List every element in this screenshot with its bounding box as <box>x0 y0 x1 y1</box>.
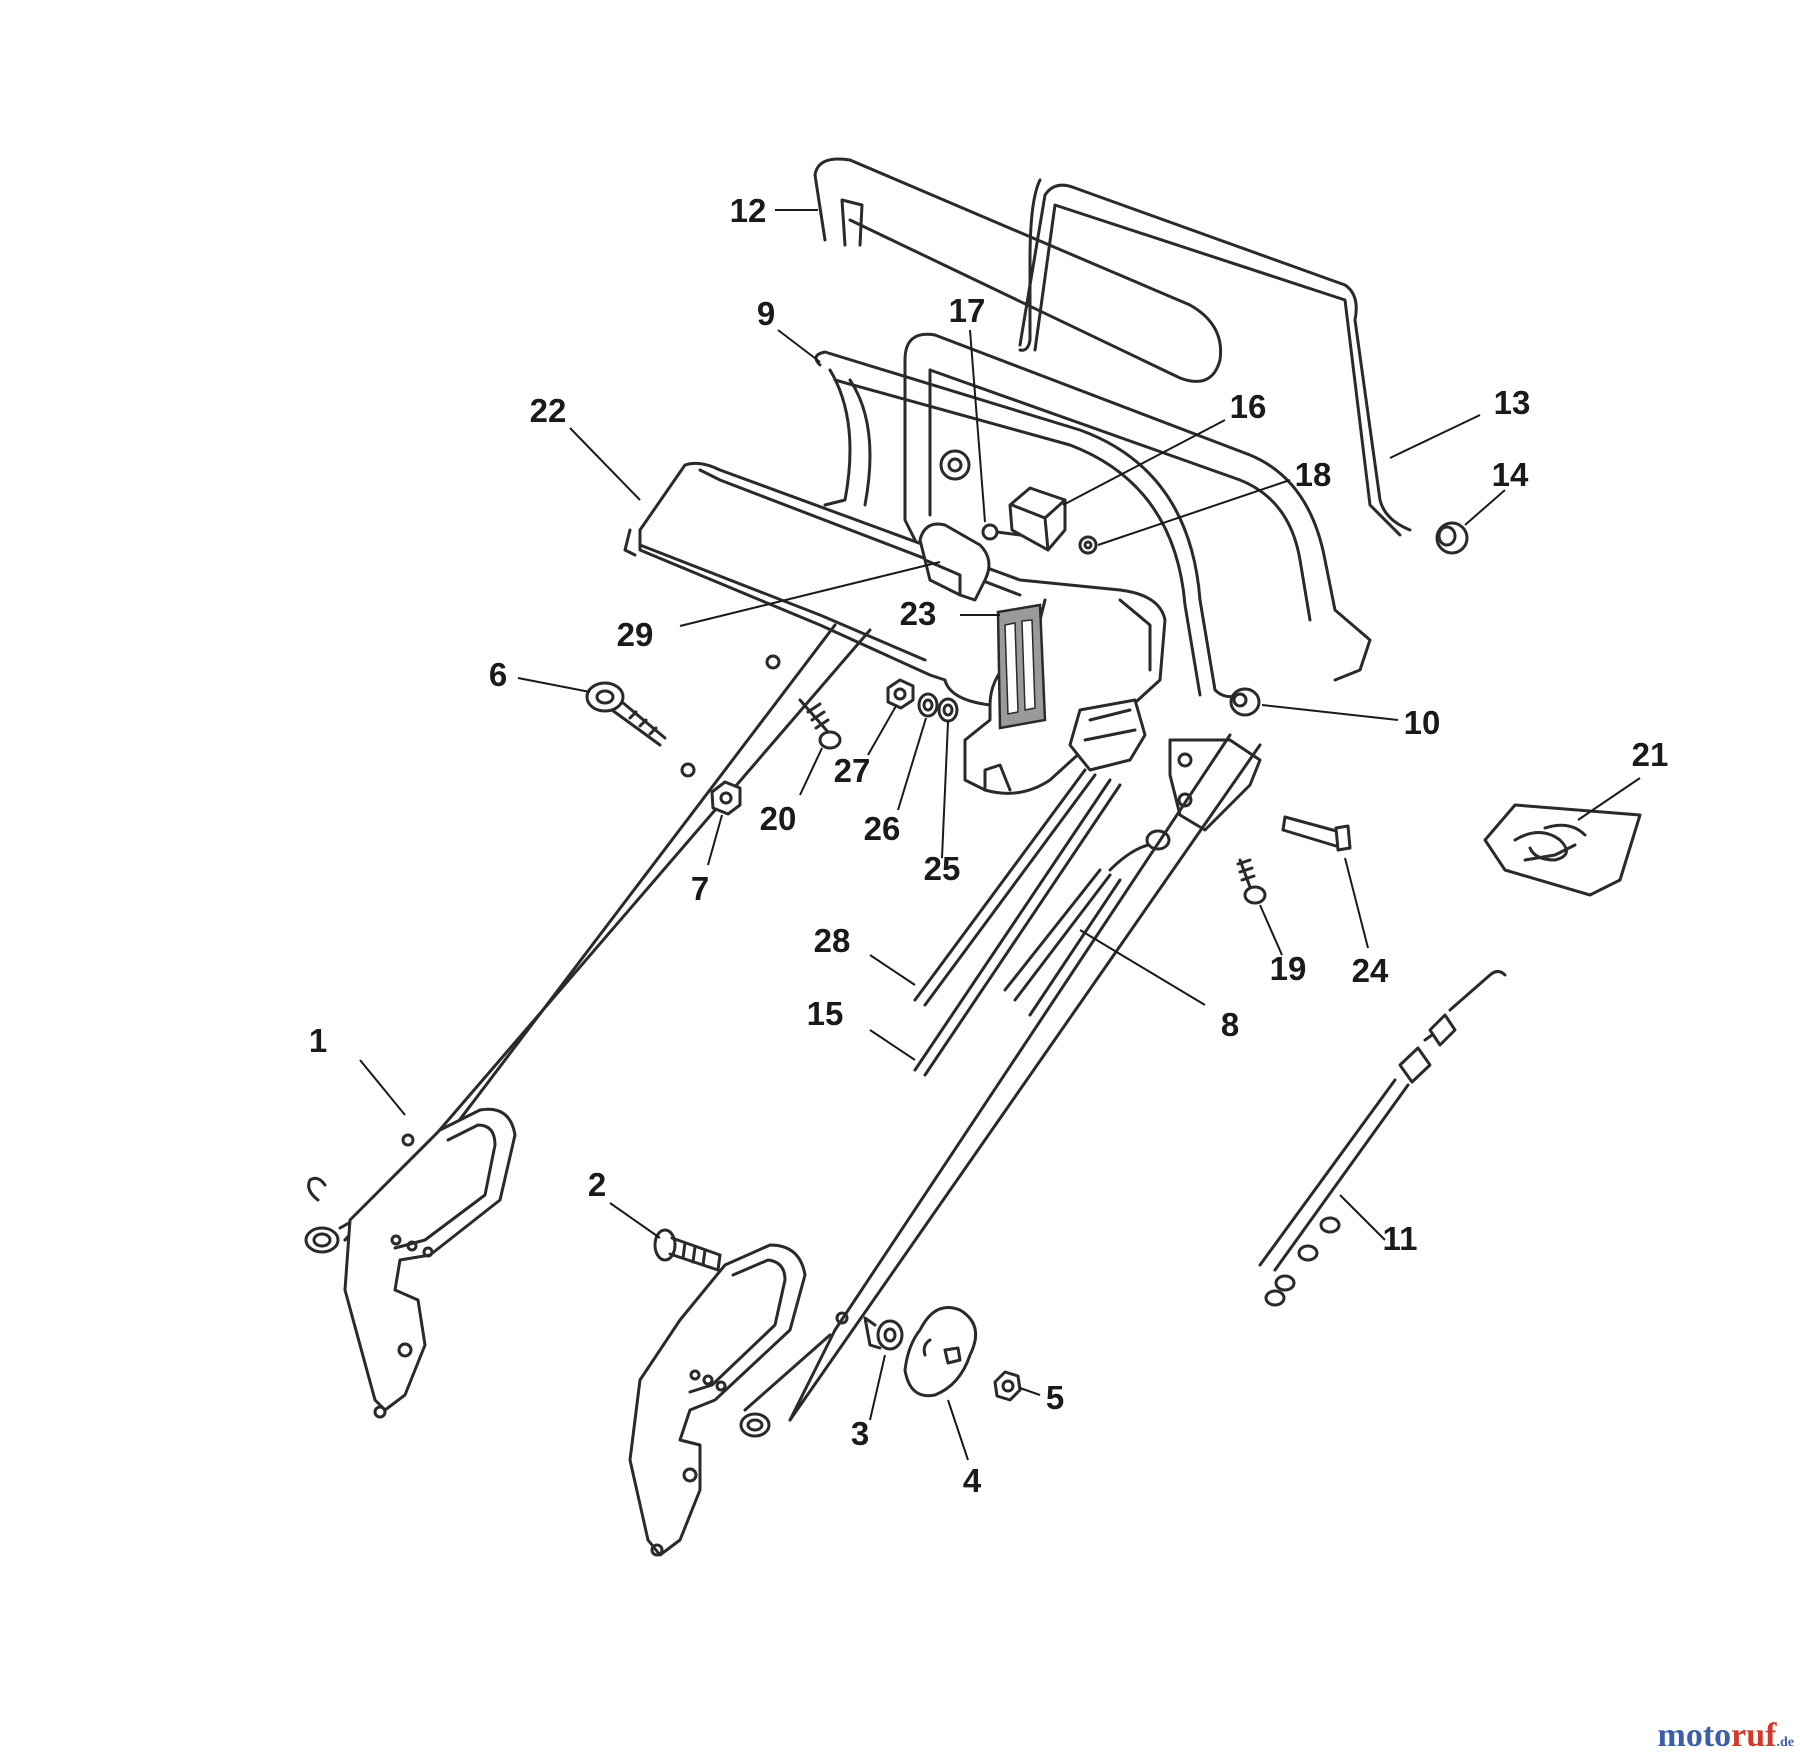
part-23-label <box>996 603 1047 730</box>
part-6-eye-bolt <box>585 681 667 747</box>
part-19-screw <box>1236 858 1267 905</box>
leader-1 <box>359 1059 406 1116</box>
callout-4: 4 <box>963 1462 982 1499</box>
leader-3 <box>869 1354 886 1421</box>
right-lower-handle <box>739 733 1262 1438</box>
callout-26: 26 <box>864 810 901 847</box>
part-9-upper-handle <box>814 350 1242 699</box>
part-7-nut <box>710 780 742 816</box>
callout-11: 11 <box>1383 1220 1418 1257</box>
cable-assembly <box>1068 698 1147 772</box>
leader-lines <box>359 209 1641 1461</box>
callout-1: 1 <box>309 1022 327 1059</box>
callout-24: 24 <box>1352 952 1389 989</box>
leader-10 <box>1261 704 1399 721</box>
part-1-left-lower-handle <box>304 623 872 1254</box>
leader-14 <box>1464 489 1506 526</box>
callout-28: 28 <box>814 922 851 959</box>
callout-13: 13 <box>1494 384 1531 421</box>
leader-13 <box>1389 414 1481 459</box>
part-25-washer <box>937 697 959 723</box>
part-10-bushing <box>1229 687 1261 717</box>
part-3-bolt <box>863 1316 904 1351</box>
leader-6 <box>517 677 591 693</box>
part-18-nut <box>1078 535 1098 555</box>
callout-14: 14 <box>1492 456 1529 493</box>
leader-21 <box>1577 777 1641 821</box>
part-5-nut <box>993 1370 1022 1402</box>
leader-5 <box>1019 1387 1041 1396</box>
leader-18 <box>1097 479 1291 546</box>
leader-20 <box>799 747 823 796</box>
part-12-top-grip <box>813 157 1223 383</box>
part-14-end-cap <box>1435 521 1469 555</box>
leader-29 <box>679 561 941 627</box>
callout-21: 21 <box>1632 736 1669 773</box>
leader-27 <box>867 705 897 756</box>
callout-3: 3 <box>851 1415 869 1452</box>
callout-29: 29 <box>617 616 654 653</box>
leader-16 <box>1062 419 1226 506</box>
part-21-hardware-bag <box>1483 803 1642 897</box>
part-27-nut <box>886 678 915 710</box>
watermark-brand-part2: ruf <box>1731 1717 1777 1754</box>
part-24-bolt <box>1281 815 1352 852</box>
callout-7: 7 <box>691 870 709 907</box>
part-17-screw <box>981 523 1022 541</box>
leader-26 <box>897 717 927 811</box>
callout-27: 27 <box>834 752 871 789</box>
leader-2 <box>609 1202 661 1239</box>
leader-9 <box>777 329 821 363</box>
callout-22: 22 <box>530 392 567 429</box>
callout-2: 2 <box>588 1166 606 1203</box>
part-2-bolt <box>653 1228 722 1272</box>
upper-handle-tube <box>903 332 1372 682</box>
part-20-screw <box>798 698 842 750</box>
callout-10: 10 <box>1404 704 1441 741</box>
left-side-plate <box>343 1107 517 1419</box>
leader-15 <box>869 1029 916 1061</box>
part-11-throttle-cable <box>1258 970 1507 1307</box>
watermark-suffix: .de <box>1776 1735 1795 1750</box>
watermark-brand-part1: moto <box>1657 1717 1732 1754</box>
leader-24 <box>1344 857 1369 949</box>
part-29-lever <box>918 522 991 602</box>
part-26-washer <box>917 692 939 718</box>
cable-bracket <box>1168 738 1262 832</box>
part-4-knob <box>903 1306 978 1398</box>
callout-5: 5 <box>1046 1379 1064 1416</box>
callout-25: 25 <box>924 850 961 887</box>
part-13-bail-lever <box>1018 183 1412 537</box>
leader-11 <box>1339 1194 1386 1241</box>
callout-20: 20 <box>760 800 797 837</box>
leader-17 <box>969 329 986 523</box>
part-16-switch <box>1008 486 1067 552</box>
callout-9: 9 <box>757 295 775 332</box>
callout-19: 19 <box>1270 950 1307 987</box>
callout-12: 12 <box>730 192 767 229</box>
callout-23: 23 <box>900 595 937 632</box>
callout-labels: 1 2 3 4 5 6 7 8 9 10 11 12 13 14 15 16 1… <box>309 192 1669 1499</box>
callout-18: 18 <box>1295 456 1332 493</box>
callout-6: 6 <box>489 656 507 693</box>
leader-28 <box>869 954 916 986</box>
leader-8 <box>1079 929 1206 1006</box>
callout-8: 8 <box>1221 1006 1239 1043</box>
callout-15: 15 <box>807 995 844 1032</box>
callout-17: 17 <box>949 292 986 329</box>
leader-7 <box>707 814 723 866</box>
leader-22 <box>569 427 641 501</box>
callout-16: 16 <box>1230 388 1267 425</box>
part-8-cable <box>1003 829 1171 1017</box>
watermark-logo: motoruf.de <box>1658 1717 1794 1755</box>
leader-25 <box>941 721 949 859</box>
part-28-part-15-cables <box>913 768 1122 1077</box>
right-side-plate <box>628 1243 807 1557</box>
leader-19 <box>1259 904 1283 956</box>
leader-4 <box>947 1399 969 1461</box>
